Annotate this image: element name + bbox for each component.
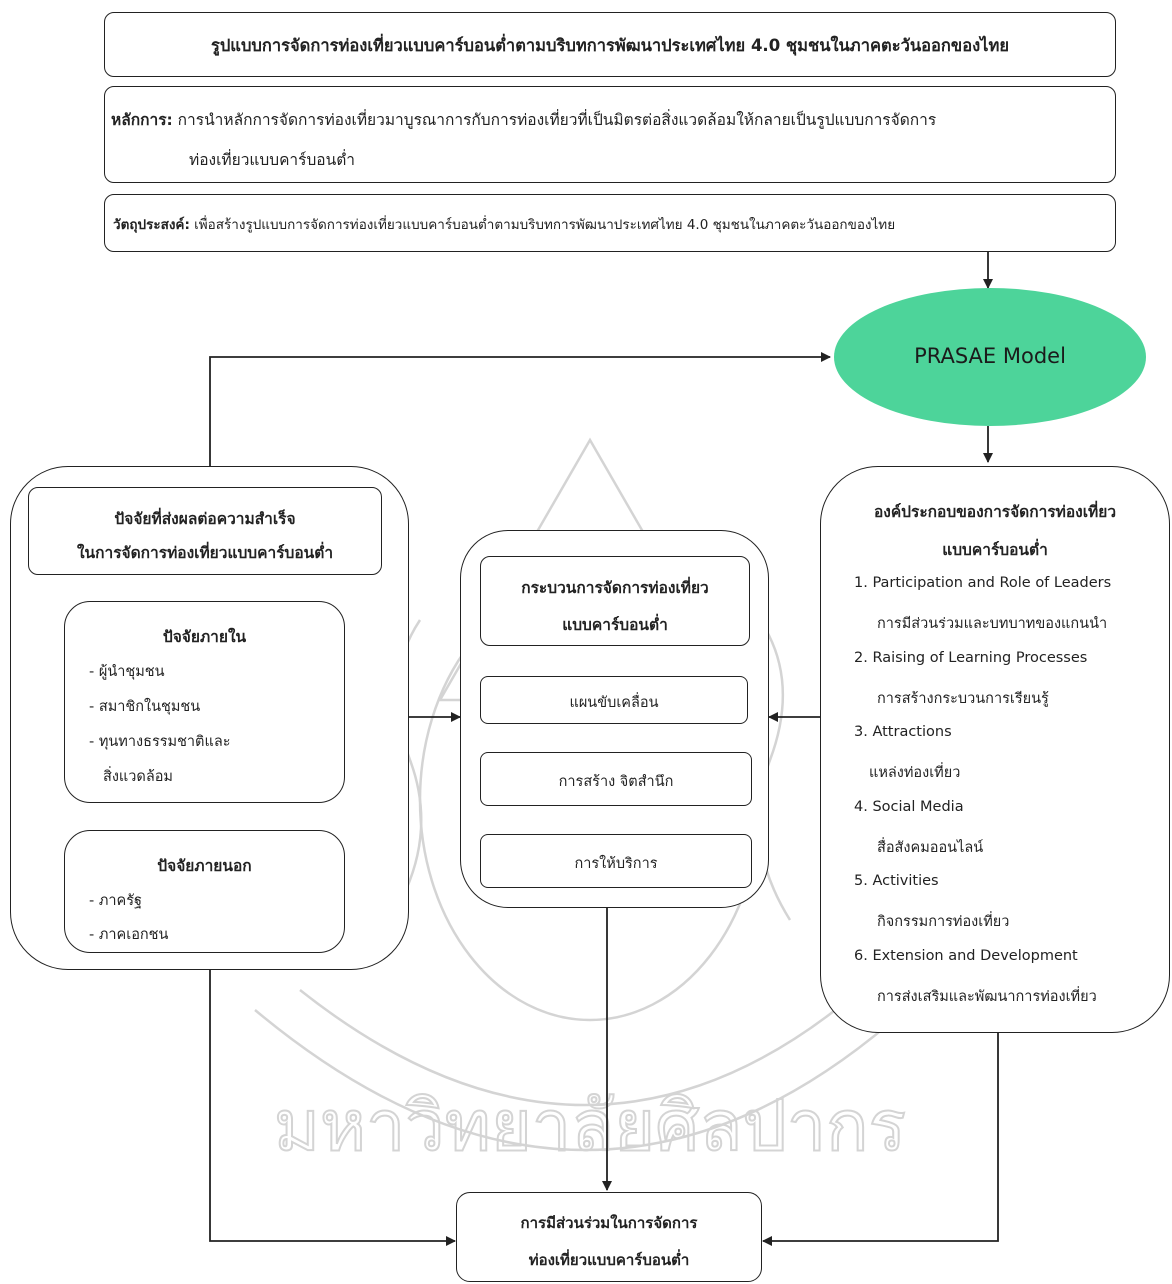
internal-factor-item: - สมาชิกในชุมชน bbox=[89, 699, 201, 715]
factors-title-line-2: ในการจัดการท่องเที่ยวแบบคาร์บอนต่ำ bbox=[76, 544, 334, 562]
participation-line-1: การมีส่วนร่วมในการจัดการ bbox=[520, 1214, 698, 1232]
process-step-box: การให้บริการ bbox=[480, 834, 752, 888]
component-item-th: การส่งเสริมและพัฒนาการท่องเที่ยว bbox=[877, 989, 1097, 1005]
objective-label: วัตถุประสงค์: bbox=[113, 217, 190, 233]
component-item-en: 2. Raising of Learning Processes bbox=[854, 650, 1088, 666]
participation-box: การมีส่วนร่วมในการจัดการ ท่องเที่ยวแบบคา… bbox=[456, 1192, 762, 1282]
internal-factor-item: - ทุนทางธรรมชาติและ bbox=[89, 734, 231, 750]
principle-label: หลักการ: bbox=[111, 111, 173, 129]
objective-box: วัตถุประสงค์: เพื่อสร้างรูปแบบการจัดการท… bbox=[104, 194, 1116, 252]
component-item-th: การมีส่วนร่วมและบทบาทของแกนนำ bbox=[877, 616, 1108, 632]
component-item-th: สื่อสังคมออนไลน์ bbox=[877, 840, 984, 856]
participation-line-2: ท่องเที่ยวแบบคาร์บอนต่ำ bbox=[528, 1251, 690, 1269]
components-title-line-2: แบบคาร์บอนต่ำ bbox=[942, 541, 1048, 559]
process-step-label: การสร้าง จิตสำนึก bbox=[558, 774, 674, 790]
component-item-th: แหล่งท่องเที่ยว bbox=[869, 765, 961, 781]
factors-title-box: ปัจจัยที่ส่งผลต่อความสำเร็จ ในการจัดการท… bbox=[28, 487, 382, 575]
component-item-th: กิจกรรมการท่องเที่ยว bbox=[877, 914, 1010, 930]
internal-factor-item: - ผู้นำชุมชน bbox=[89, 664, 165, 680]
external-factors-box: ปัจจัยภายนอก - ภาครัฐ - ภาคเอกชน bbox=[64, 830, 345, 953]
arrow-factors-to-participation bbox=[209, 970, 456, 1246]
internal-factors-box: ปัจจัยภายใน - ผู้นำชุมชน - สมาชิกในชุมชน… bbox=[64, 601, 345, 803]
external-factor-item: - ภาคเอกชน bbox=[89, 927, 169, 943]
principle-line-2: ท่องเที่ยวแบบคาร์บอนต่ำ bbox=[189, 151, 355, 169]
components-title-line-1: องค์ประกอบของการจัดการท่องเที่ยว bbox=[873, 503, 1117, 521]
watermark-inner-arc bbox=[299, 989, 861, 1107]
external-factor-item: - ภาครัฐ bbox=[89, 893, 143, 909]
component-item-en: 4. Social Media bbox=[854, 799, 964, 815]
process-step-label: การให้บริการ bbox=[574, 856, 658, 872]
component-item-en: 3. Attractions bbox=[854, 724, 952, 740]
prasae-model-ellipse: PRASAE Model bbox=[834, 288, 1146, 426]
objective-text: เพื่อสร้างรูปแบบการจัดการท่องเที่ยวแบบคา… bbox=[194, 217, 896, 233]
principle-line-1: หลักการ: การนำหลักการจัดการท่องเที่ยวมาบ… bbox=[111, 107, 936, 132]
principle-text: การนำหลักการจัดการท่องเที่ยวมาบูรณาการกั… bbox=[177, 111, 937, 129]
arrow-components-to-participation bbox=[762, 1033, 999, 1246]
process-step-box: การสร้าง จิตสำนึก bbox=[480, 752, 752, 806]
factors-title-line-1: ปัจจัยที่ส่งผลต่อความสำเร็จ bbox=[114, 510, 296, 528]
principle-box: หลักการ: การนำหลักการจัดการท่องเที่ยวมาบ… bbox=[104, 86, 1116, 183]
arrow-factors-to-model bbox=[209, 352, 831, 466]
components-box: องค์ประกอบของการจัดการท่องเที่ยว แบบคาร์… bbox=[820, 466, 1170, 1033]
external-factors-title: ปัจจัยภายนอก bbox=[157, 857, 252, 875]
watermark-text: มหาวิทยาลัยศิลปากร bbox=[274, 1085, 906, 1167]
process-title-line-2: แบบคาร์บอนต่ำ bbox=[562, 616, 668, 634]
prasae-model-label: PRASAE Model bbox=[914, 344, 1066, 368]
internal-factors-title: ปัจจัยภายใน bbox=[162, 628, 247, 646]
objective-line: วัตถุประสงค์: เพื่อสร้างรูปแบบการจัดการท… bbox=[113, 213, 895, 235]
process-step-label: แผนขับเคลื่อน bbox=[569, 695, 659, 711]
diagram-title: รูปแบบการจัดการท่องเที่ยวแบบคาร์บอนต่ำตา… bbox=[210, 36, 1010, 55]
title-box: รูปแบบการจัดการท่องเที่ยวแบบคาร์บอนต่ำตา… bbox=[104, 12, 1116, 77]
component-item-en: 6. Extension and Development bbox=[854, 948, 1078, 964]
process-title-line-1: กระบวนการจัดการท่องเที่ยว bbox=[521, 579, 709, 597]
process-title-box: กระบวนการจัดการท่องเที่ยว แบบคาร์บอนต่ำ bbox=[480, 556, 750, 646]
component-item-th: การสร้างกระบวนการเรียนรู้ bbox=[877, 691, 1049, 707]
watermark-outer-arc bbox=[254, 1009, 906, 1152]
process-step-box: แผนขับเคลื่อน bbox=[480, 676, 748, 724]
internal-factor-item: สิ่งแวดล้อม bbox=[103, 769, 173, 785]
component-item-en: 5. Activities bbox=[854, 873, 939, 889]
component-item-en: 1. Participation and Role of Leaders bbox=[854, 575, 1112, 591]
